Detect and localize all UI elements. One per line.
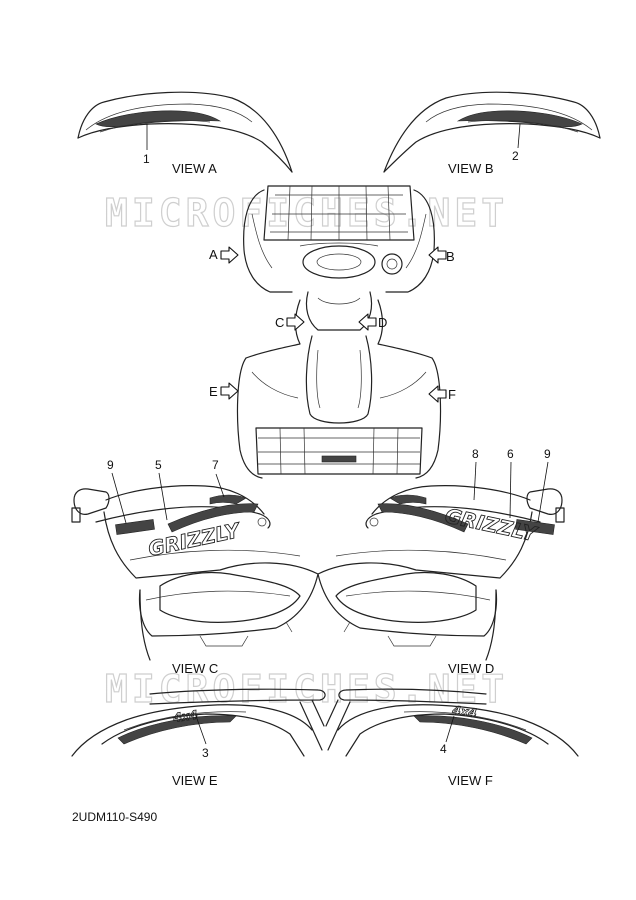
leader-8	[473, 461, 477, 501]
pointer-c-letter: C	[275, 315, 284, 330]
view-a-label: VIEW A	[172, 161, 217, 176]
leader-5	[158, 472, 168, 521]
view-b-fender-drawing	[383, 91, 601, 173]
view-f-label: VIEW F	[448, 773, 493, 788]
view-d-side-panel-drawing: GRIZZLY	[317, 485, 565, 661]
leader-9-right	[537, 461, 549, 523]
pointer-b-letter: B	[446, 249, 455, 264]
pointer-a-arrow	[220, 246, 239, 264]
leader-3	[195, 715, 207, 745]
callout-2: 2	[512, 149, 519, 163]
callout-6: 6	[507, 447, 514, 461]
view-b-label: VIEW B	[448, 161, 494, 176]
view-c-grizzly-decal: GRIZZLY	[146, 518, 244, 561]
leader-9-left	[111, 472, 127, 524]
view-d-label: VIEW D	[448, 661, 494, 676]
pointer-e-arrow	[220, 382, 239, 400]
pointer-f-letter: F	[448, 387, 456, 402]
view-f-rear-fender-drawing: 4x4	[325, 688, 579, 757]
callout-4: 4	[440, 742, 447, 756]
callout-3: 3	[202, 746, 209, 760]
pointer-a-letter: A	[209, 247, 218, 262]
diagram-code: 2UDM110-S490	[72, 810, 157, 824]
view-d-grizzly-decal: GRIZZLY	[443, 503, 541, 546]
view-f-4x4-decal: 4x4	[451, 703, 478, 720]
leader-2	[517, 123, 521, 149]
pointer-c-arrow	[286, 313, 305, 331]
pointer-e-letter: E	[209, 384, 218, 399]
view-a-fender-drawing	[77, 91, 293, 173]
callout-7: 7	[212, 458, 219, 472]
view-c-side-panel-drawing: GRIZZLY	[71, 485, 319, 661]
callout-9-left: 9	[107, 458, 114, 472]
watermark-bottom: MICROFICHES.NET	[105, 667, 508, 711]
watermark-top: MICROFICHES.NET	[105, 191, 508, 235]
view-e-4x4-decal: 4x4	[171, 708, 198, 725]
callout-5: 5	[155, 458, 162, 472]
view-c-label: VIEW C	[172, 661, 218, 676]
callout-9-right: 9	[544, 447, 551, 461]
callout-1: 1	[143, 152, 150, 166]
view-e-label: VIEW E	[172, 773, 218, 788]
pointer-b-arrow	[428, 246, 447, 264]
pointer-f-arrow	[428, 385, 447, 403]
pointer-d-letter: D	[378, 315, 387, 330]
atv-top-view-drawing	[236, 185, 442, 479]
callout-8: 8	[472, 447, 479, 461]
leader-4	[445, 715, 455, 743]
leader-6	[509, 461, 512, 519]
leader-7	[215, 473, 225, 498]
view-e-rear-fender-drawing: 4x4	[71, 688, 326, 757]
pointer-d-arrow	[358, 313, 377, 331]
